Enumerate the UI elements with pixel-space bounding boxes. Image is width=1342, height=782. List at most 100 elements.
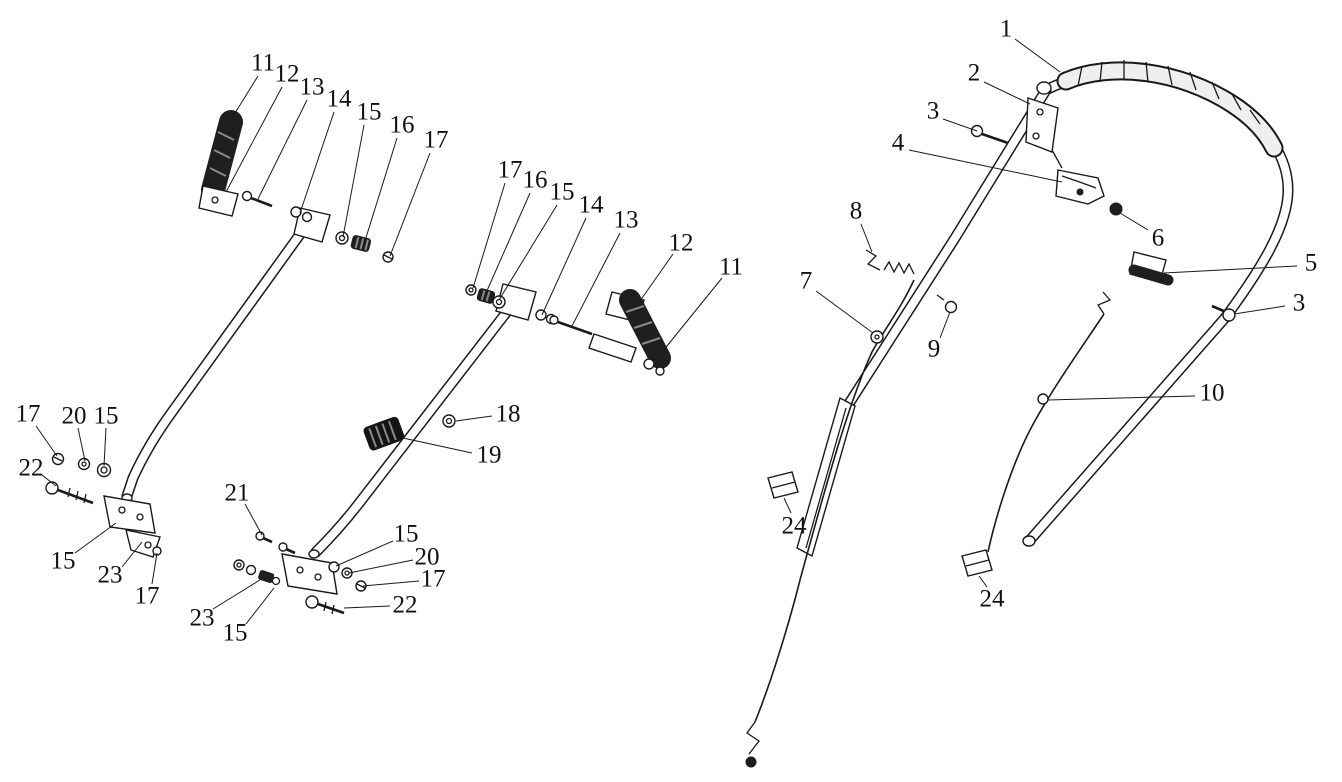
leader-line-14 [299, 111, 335, 214]
fastener-row-right [465, 284, 637, 363]
pivot-bolts [255, 531, 296, 555]
lever-pivot [1128, 251, 1174, 286]
screw [465, 284, 477, 296]
leader-line-2 [983, 81, 1031, 105]
leader-line-7 [815, 290, 874, 334]
part-number-20: 20 [415, 544, 440, 571]
washer [643, 358, 655, 370]
lower-tube-right [308, 283, 537, 559]
leader-line-14 [541, 217, 587, 316]
cable-clip-upper [767, 471, 799, 499]
leader-line-17 [389, 152, 431, 257]
part-number-17: 17 [135, 583, 160, 610]
part-number-15: 15 [94, 403, 119, 430]
lower-tube-left [121, 207, 331, 503]
part-number-15: 15 [550, 179, 575, 206]
leader-line-4 [908, 149, 1063, 183]
washer [328, 561, 340, 573]
part-number-14: 14 [327, 86, 353, 113]
part-number-5: 5 [1305, 250, 1318, 277]
part-number-18: 18 [496, 401, 521, 428]
part-number-15: 15 [394, 521, 419, 548]
bolt-upper [970, 124, 1009, 145]
leader-line-12 [639, 253, 674, 302]
part-number-3: 3 [927, 98, 940, 125]
part-number-15: 15 [357, 99, 382, 126]
leader-line-15 [245, 587, 275, 625]
leader-line-18 [455, 415, 493, 422]
spacer-ring [442, 414, 456, 428]
leader-line-12 [225, 86, 283, 193]
foam-grip [1056, 60, 1284, 158]
part-number-7: 7 [800, 268, 813, 295]
tube-open-end [1036, 81, 1052, 95]
grip-upper-left [198, 110, 243, 217]
leader-line-13 [571, 232, 621, 327]
part-number-24: 24 [980, 586, 1006, 613]
leader-line-3 [942, 118, 978, 132]
part-number-1: 1 [1000, 16, 1013, 43]
cap-nut [936, 294, 958, 314]
part-number-17: 17 [16, 401, 41, 428]
cable-end-ball [745, 756, 757, 768]
part-number-16: 16 [390, 112, 415, 139]
bolt-head [549, 315, 559, 325]
bottom-right-hardware [233, 553, 367, 615]
tube-end-cap [308, 549, 320, 559]
part-number-6: 6 [1152, 225, 1165, 252]
part-number-17: 17 [424, 127, 449, 154]
part-number-12: 12 [275, 61, 300, 88]
bottom-left-hardware [45, 452, 162, 558]
leader-line-5 [1163, 265, 1298, 274]
leader-line-13 [257, 99, 308, 200]
upper-handle-assembly [745, 60, 1294, 768]
leader-line-17 [472, 182, 506, 289]
washer [245, 564, 257, 576]
control-cable-right [987, 291, 1112, 553]
part-number-23: 23 [190, 605, 215, 632]
clamp-block [258, 570, 275, 583]
part-number-4: 4 [892, 130, 905, 157]
handle-bracket-top [1025, 97, 1063, 169]
leader-line-15 [335, 540, 394, 567]
control-cable-left [745, 279, 915, 768]
part-number-15: 15 [51, 548, 76, 575]
part-number-11: 11 [251, 50, 275, 77]
leader-line-16 [485, 192, 531, 294]
leader-line-21 [244, 503, 263, 536]
part-number-24: 24 [782, 513, 808, 540]
washer [233, 559, 245, 571]
handle-bracket [281, 553, 338, 595]
part-number-14: 14 [579, 192, 605, 219]
washer [290, 206, 302, 218]
leader-line-6 [1119, 212, 1149, 231]
washer [301, 211, 313, 223]
part-number-11: 11 [719, 254, 743, 281]
screw [655, 366, 665, 376]
fastener-row-left [241, 190, 394, 263]
leader-line-23 [212, 579, 261, 610]
leader-line-24 [978, 575, 988, 588]
washer [77, 457, 91, 471]
leader-line-17 [362, 580, 420, 587]
bolt-head [241, 190, 253, 202]
lower-handle-assembly [45, 110, 671, 615]
leader-line-17 [35, 425, 58, 457]
part-number-22: 22 [393, 592, 418, 619]
leader-line-11 [653, 277, 723, 363]
part-number-19: 19 [477, 442, 502, 469]
washer [535, 309, 547, 321]
grip-upper-right [605, 289, 671, 376]
part-number-23: 23 [98, 562, 123, 589]
flange-nut [1109, 202, 1123, 216]
part-number-8: 8 [850, 198, 863, 225]
washer [341, 567, 353, 579]
leader-line-20 [348, 559, 414, 574]
part-number-12: 12 [669, 230, 694, 257]
leader-line-22 [41, 474, 57, 487]
part-number-16: 16 [523, 167, 548, 194]
leader-line-8 [860, 223, 873, 253]
